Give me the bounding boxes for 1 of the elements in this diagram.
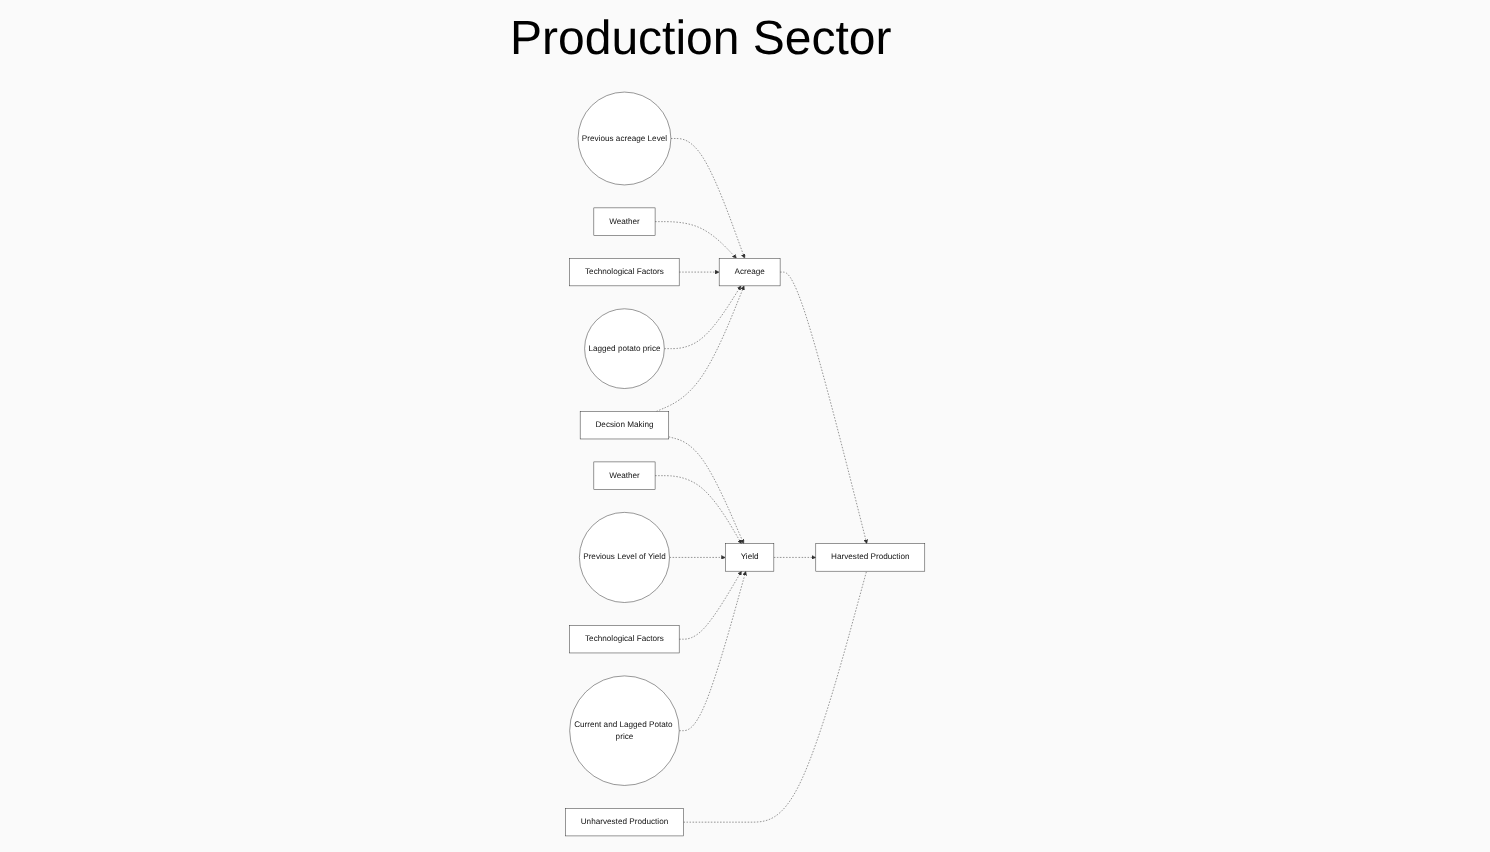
diagram-title: Production Sector (510, 12, 892, 68)
